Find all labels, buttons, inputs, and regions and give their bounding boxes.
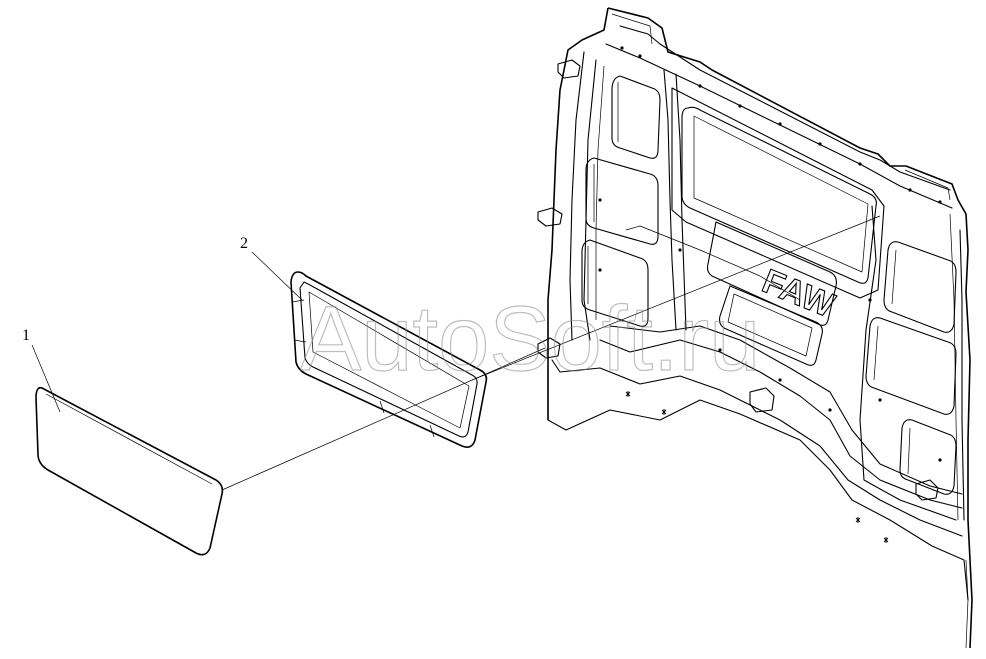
panel-rivets xyxy=(598,46,942,462)
watermark-text: AutoSoft.ru xyxy=(300,288,760,390)
callout-1: 1 xyxy=(22,327,30,344)
callout-2: 2 xyxy=(240,235,248,252)
part-2-window-seal xyxy=(290,271,488,448)
weld-markers xyxy=(625,391,889,543)
leader-lines xyxy=(31,215,881,491)
part-1-glass-pane xyxy=(35,386,224,556)
cab-rear-panel: FAW xyxy=(537,7,973,649)
